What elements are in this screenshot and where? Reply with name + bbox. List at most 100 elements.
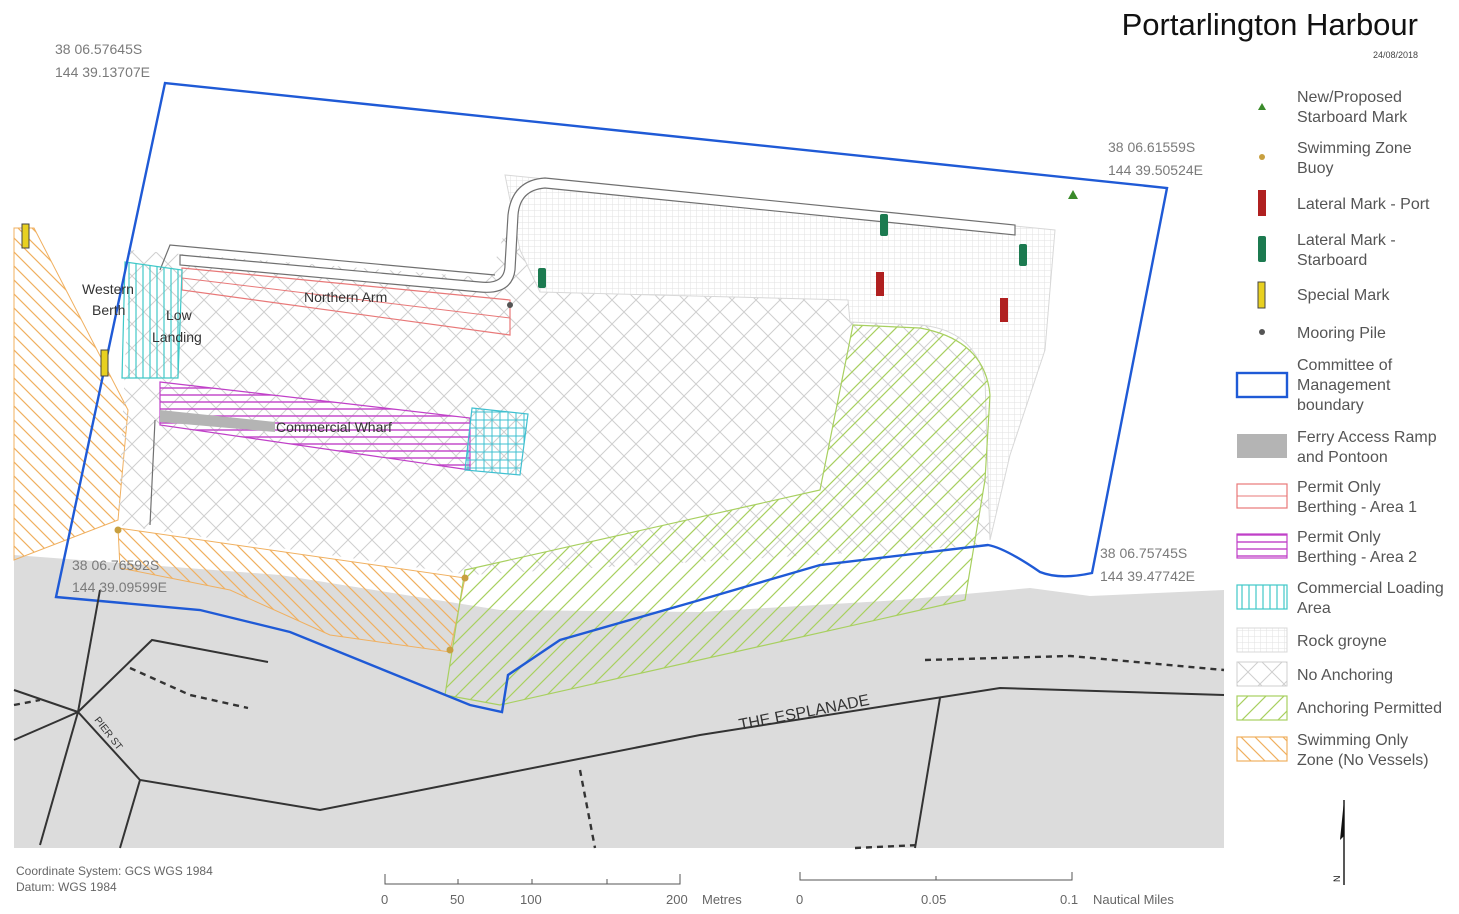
swim-buoy-icon xyxy=(114,526,122,534)
scale-metres-unit: Metres xyxy=(702,892,742,907)
coord-se-lon: 144 39.47742E xyxy=(1100,568,1195,584)
lateral-starboard-icon xyxy=(1019,244,1027,266)
scale-metres-tick-100: 100 xyxy=(520,892,542,907)
mooring-pile-icon xyxy=(507,302,513,308)
legend-ferry-swatch xyxy=(1237,434,1287,458)
legend-label-loading: Commercial Loading xyxy=(1297,580,1444,597)
legend-label-permit1: Permit Only xyxy=(1297,479,1381,496)
scale-metres-tick-50: 50 xyxy=(450,892,464,907)
label-northern-arm: Northern Arm xyxy=(304,289,387,305)
anchoring-permitted-area xyxy=(444,324,991,706)
lateral-starboard-icon xyxy=(538,268,546,288)
harbour-wall xyxy=(149,244,496,526)
legend-label-noanchor: No Anchoring xyxy=(1297,667,1393,684)
lateral-starboard-icon xyxy=(880,214,888,236)
scale-nm-tick-005: 0.05 xyxy=(921,892,946,907)
legend-boundary-swatch xyxy=(1235,371,1289,399)
legend-label-swim-buoy: Buoy xyxy=(1297,160,1333,177)
road-network xyxy=(13,589,1225,849)
legend-label-starboard-mark: New/Proposed xyxy=(1297,89,1402,106)
legend-loading-swatch xyxy=(1236,584,1288,610)
legend-label-anchor: Anchoring Permitted xyxy=(1297,700,1442,717)
scale-bar-nm xyxy=(799,872,1073,881)
legend-label-loading: Area xyxy=(1297,600,1331,617)
swim-buoy-icon xyxy=(446,646,454,654)
legend-permit2-swatch xyxy=(1236,533,1288,559)
legend-label-boundary: Management xyxy=(1297,377,1391,394)
swimming-zone-west xyxy=(13,227,129,561)
map-date: 24/08/2018 xyxy=(1373,50,1418,60)
legend-label-mooring-pile: Mooring Pile xyxy=(1297,325,1386,342)
special-mark-icon xyxy=(21,223,30,249)
label-western-berth-2: Berth xyxy=(92,302,125,318)
label-western-berth-1: Western xyxy=(82,281,134,297)
legend-noanchor-swatch xyxy=(1236,661,1288,687)
legend-label-permit2: Permit Only xyxy=(1297,529,1381,546)
starboard-mark-icon xyxy=(1068,190,1078,199)
legend-starboard-mark-icon xyxy=(1258,103,1266,110)
legend-label-ferry: Ferry Access Ramp xyxy=(1297,429,1437,446)
legend-port-mark-icon xyxy=(1258,190,1266,216)
rock-groyne xyxy=(504,174,1056,541)
north-label: N xyxy=(1332,876,1342,883)
legend-label-starboard-mark: Starboard Mark xyxy=(1297,109,1408,126)
legend-mooring-pile-icon xyxy=(1259,329,1265,335)
label-low-landing-2: Landing xyxy=(152,329,202,345)
north-arrow: N xyxy=(1332,800,1345,885)
lateral-port-icon xyxy=(876,272,884,296)
coord-se-lat: 38 06.75745S xyxy=(1100,545,1187,561)
legend-label-rock: Rock groyne xyxy=(1297,633,1387,650)
legend-label-swim: Swimming Only xyxy=(1297,732,1408,749)
legend-anchor-swatch xyxy=(1236,695,1288,721)
legend-label-boundary: Committee of xyxy=(1297,357,1393,374)
legend-label-port-mark: Lateral Mark - Port xyxy=(1297,196,1430,213)
legend-label-special-mark: Special Mark xyxy=(1297,287,1390,304)
northern-arm-outline xyxy=(179,177,1016,293)
management-boundary xyxy=(54,81,1169,714)
scale-metres-tick-0: 0 xyxy=(381,892,388,907)
ferry-ramp xyxy=(160,410,275,432)
label-low-landing-1: Low xyxy=(166,307,193,323)
scale-bar-metres xyxy=(384,874,681,885)
scale-metres-tick-200: 200 xyxy=(666,892,688,907)
coord-ne-lon: 144 39.50524E xyxy=(1108,162,1203,178)
coordinate-system-text: Coordinate System: GCS WGS 1984 xyxy=(16,864,213,878)
scale-nm-tick-0: 0 xyxy=(796,892,803,907)
scale-nm-tick-01: 0.1 xyxy=(1060,892,1078,907)
map-title: Portarlington Harbour xyxy=(1122,7,1418,42)
legend-label-starboard-lateral: Starboard xyxy=(1297,252,1367,269)
datum-text: Datum: WGS 1984 xyxy=(16,880,117,894)
legend-label-permit2: Berthing - Area 2 xyxy=(1297,549,1417,566)
commercial-loading-west xyxy=(121,261,183,379)
commercial-loading-wharf xyxy=(464,407,529,476)
north-arrow-icon xyxy=(1340,800,1344,840)
legend-starboard-lateral-icon xyxy=(1258,236,1266,262)
dashed-paths xyxy=(13,654,1225,850)
coord-sw-lat: 38 06.76592S xyxy=(72,557,159,573)
legend-label-starboard-lateral: Lateral Mark - xyxy=(1297,232,1396,249)
special-mark-icon xyxy=(100,349,109,377)
swim-buoy-icon xyxy=(461,574,469,582)
legend-rock-swatch xyxy=(1236,627,1288,653)
legend-label-swim-buoy: Swimming Zone xyxy=(1297,140,1412,157)
coord-sw-lon: 144 39.09599E xyxy=(72,579,167,595)
coord-ne-lat: 38 06.61559S xyxy=(1108,139,1195,155)
coord-nw-lon: 144 39.13707E xyxy=(55,64,150,80)
permit-area-1-divider xyxy=(181,277,511,319)
marker-layer xyxy=(21,190,1078,654)
legend-swim-buoy-icon xyxy=(1259,154,1265,160)
label-commercial-wharf: Commercial Wharf xyxy=(276,419,392,435)
legend-label-swim: Zone (No Vessels) xyxy=(1297,752,1429,769)
lateral-port-icon xyxy=(1000,298,1008,322)
coord-nw-lat: 38 06.57645S xyxy=(55,41,142,57)
legend-label-permit1: Berthing - Area 1 xyxy=(1297,499,1417,516)
legend-label-boundary: boundary xyxy=(1297,397,1364,414)
legend-swim-swatch xyxy=(1236,736,1288,762)
scale-nm-unit: Nautical Miles xyxy=(1093,892,1174,907)
legend-label-ferry: and Pontoon xyxy=(1297,449,1388,466)
legend-special-mark-icon xyxy=(1257,281,1266,309)
